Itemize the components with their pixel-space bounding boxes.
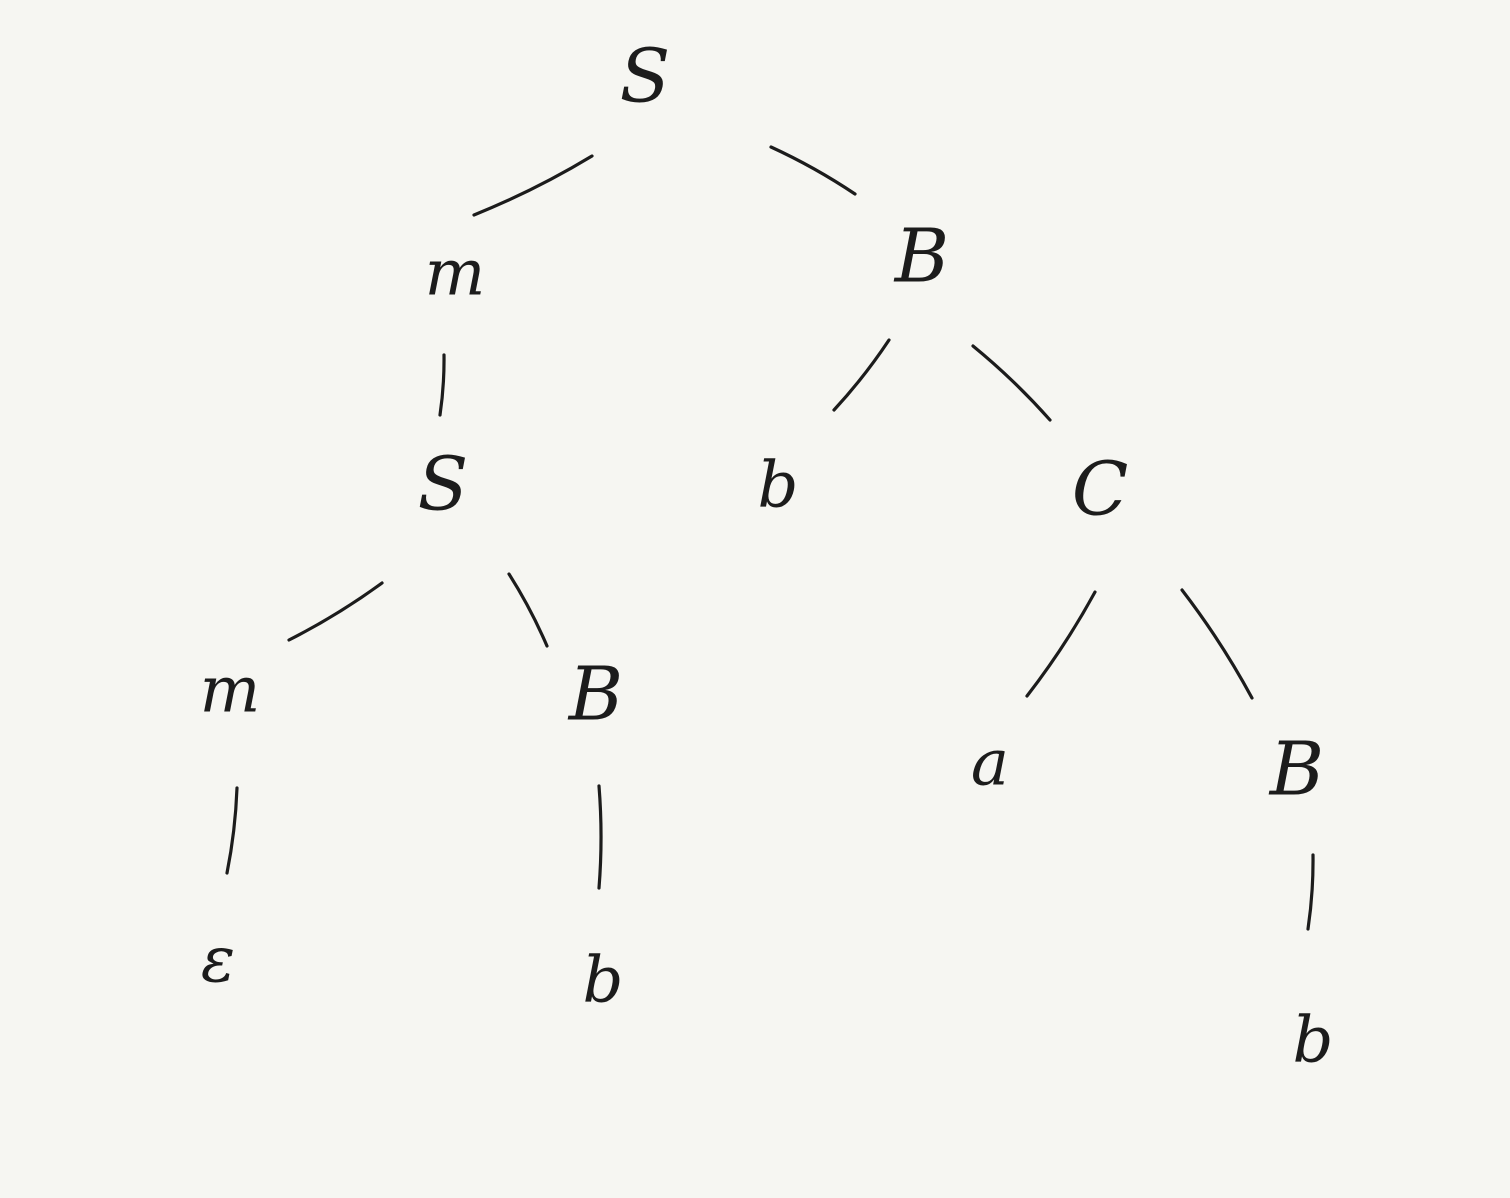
tree-node-n7: m (200, 654, 261, 728)
tree-node-n3: B (893, 213, 949, 299)
tree-node-n4: S (418, 441, 469, 527)
tree-edge-n4-n8 (507, 572, 549, 648)
tree-node-n13: b (1293, 1004, 1334, 1078)
tree-node-n1: S (620, 33, 671, 119)
tree-node-n6: C (1072, 446, 1129, 532)
tree-edge-n7-n11 (225, 786, 239, 875)
tree-edge-n10-n13 (1306, 853, 1315, 931)
tree-edge-n1-n2 (472, 154, 594, 217)
tree-node-n2: m (425, 237, 486, 311)
edges-layer (225, 145, 1315, 931)
tree-edge-n3-n6 (971, 344, 1052, 422)
tree-node-n11: ε (201, 924, 235, 998)
tree-node-n5: b (758, 449, 799, 523)
tree-edge-n3-n5 (832, 338, 891, 412)
tree-edge-n6-n9 (1025, 590, 1097, 698)
tree-edge-n1-n3 (769, 145, 857, 196)
tree-edge-n2-n4 (438, 353, 446, 417)
tree-node-n10: B (1268, 726, 1324, 812)
tree-node-n12: b (583, 944, 624, 1018)
tree-edge-n6-n10 (1180, 588, 1254, 700)
tree-node-n9: a (971, 727, 1009, 801)
tree-edge-n4-n7 (287, 581, 384, 642)
tree-node-n8: B (567, 651, 623, 737)
tree-edge-n8-n12 (597, 784, 603, 890)
